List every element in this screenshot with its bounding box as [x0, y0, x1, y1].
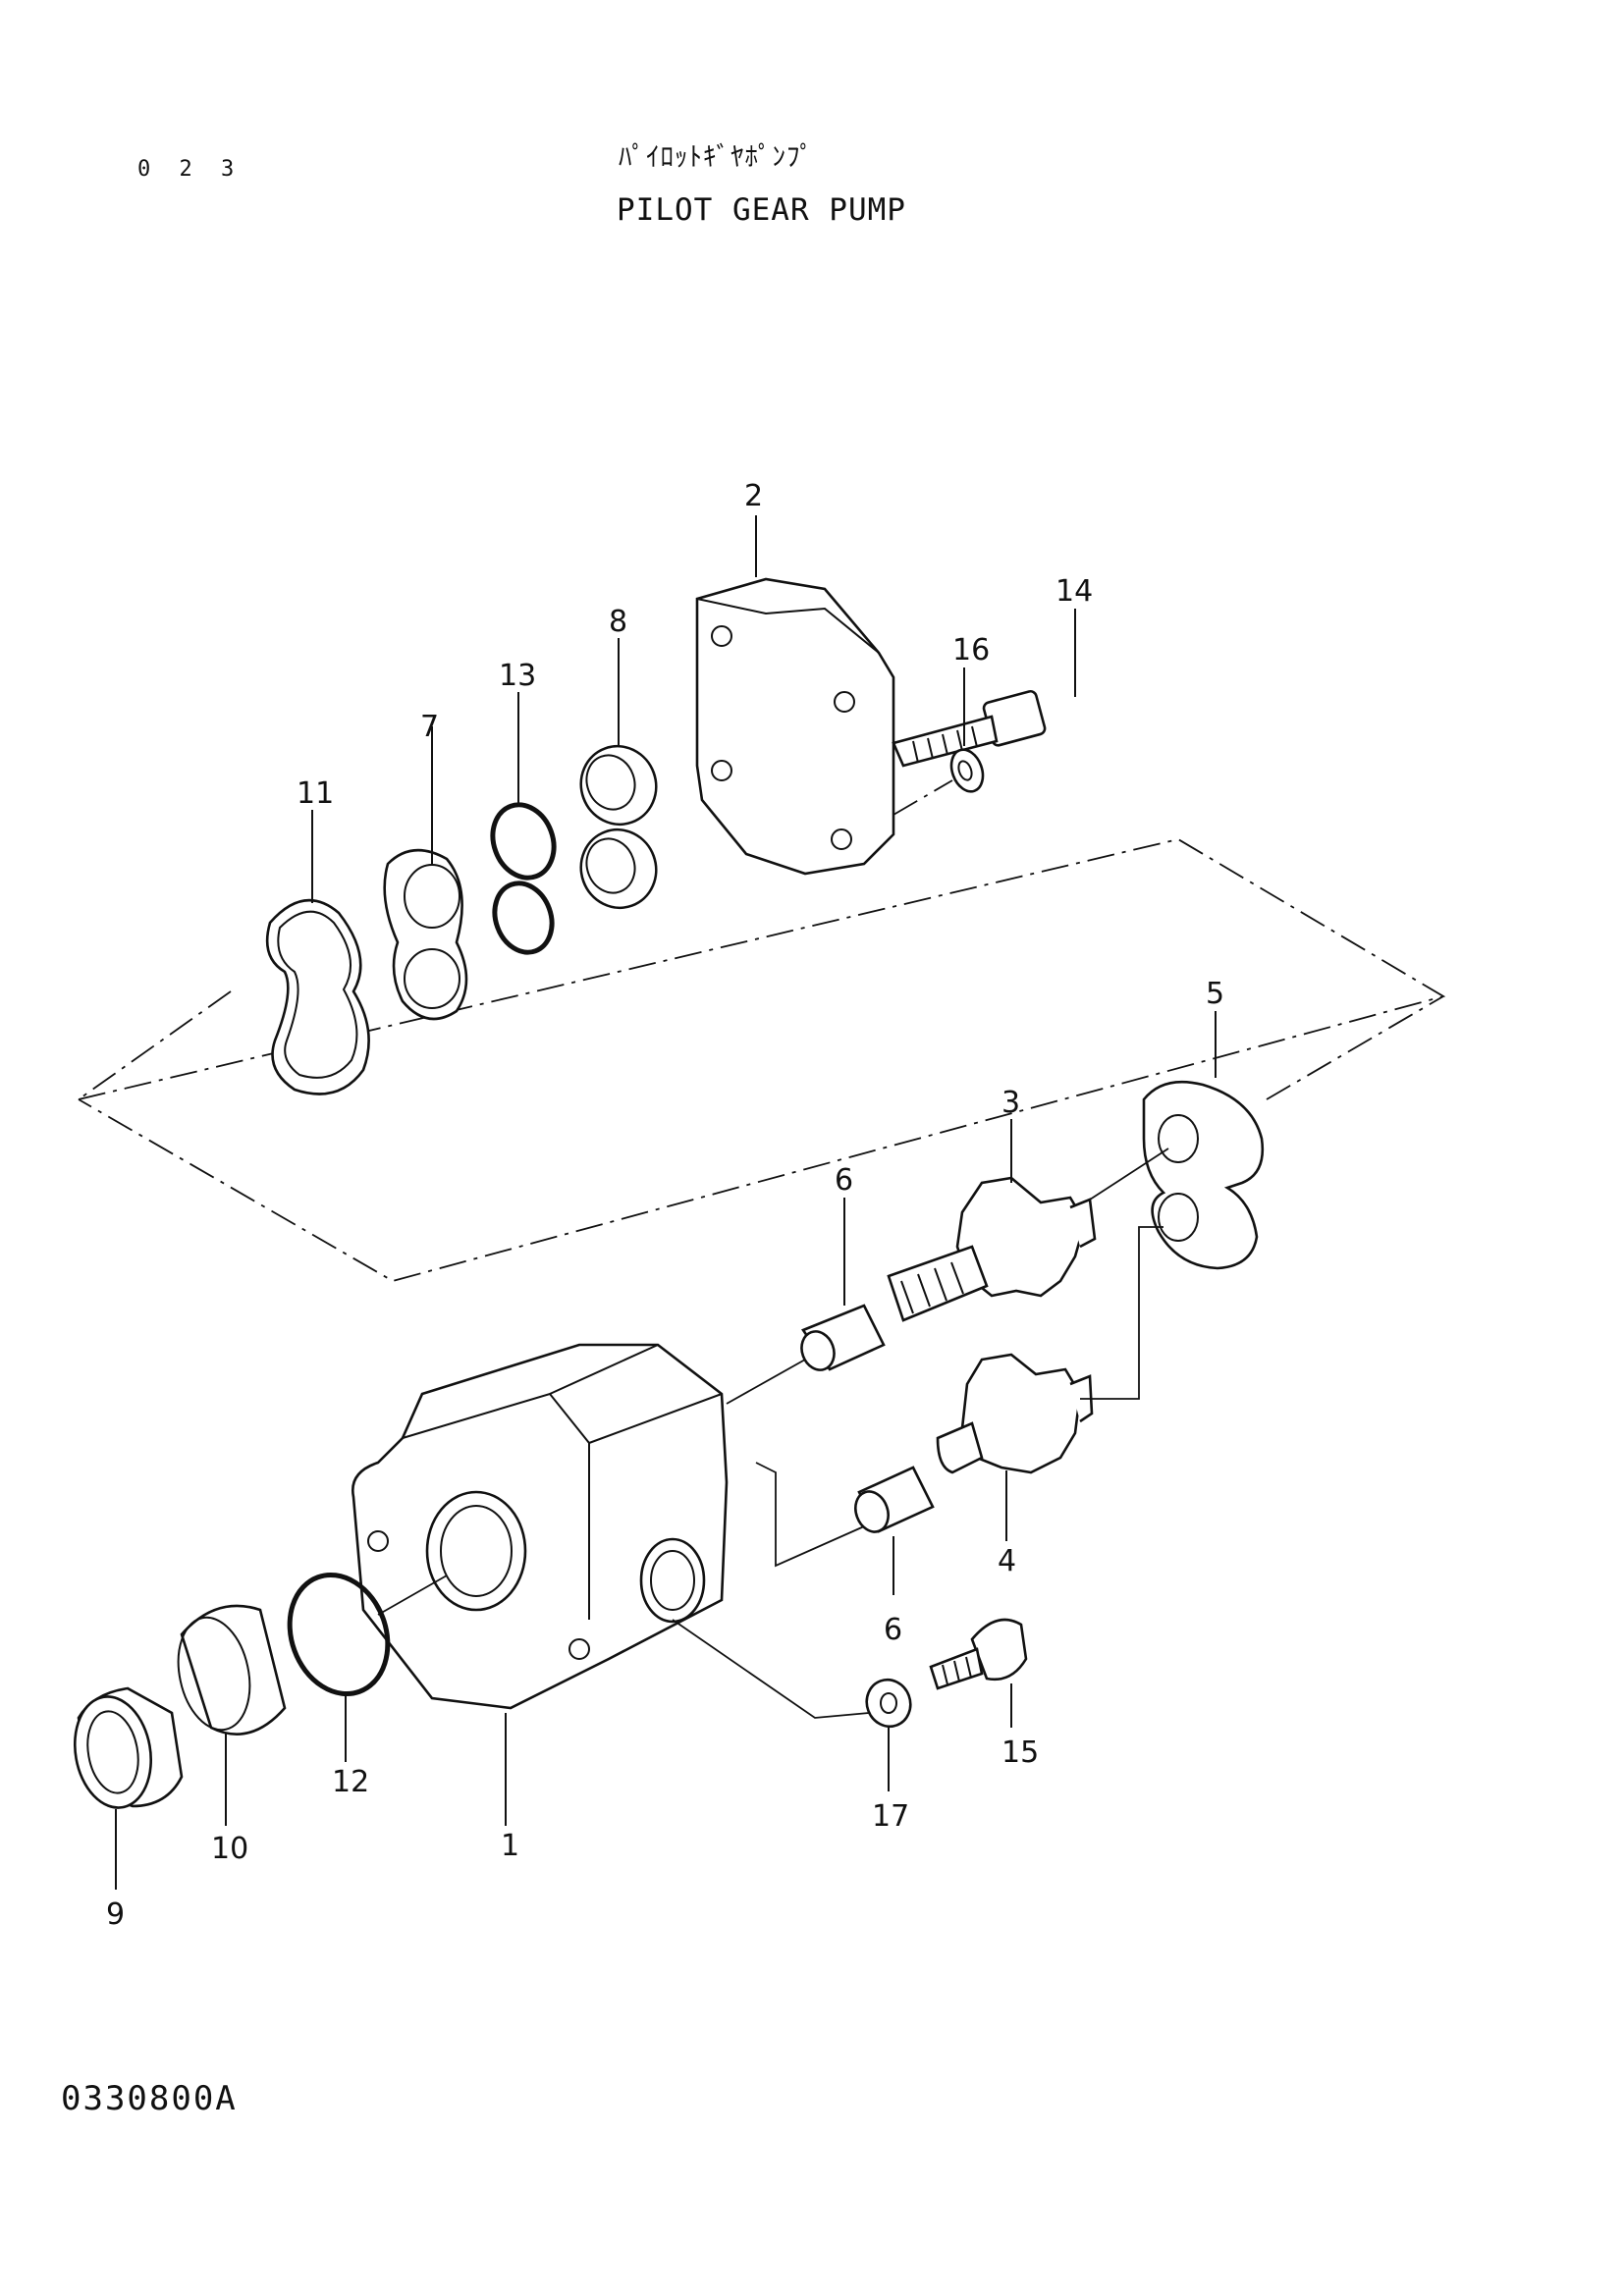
callout-14: 14	[1055, 574, 1093, 609]
leader-gear4-block	[1080, 1226, 1163, 1400]
callout-8: 8	[609, 605, 627, 639]
callout-6-lower: 6	[884, 1613, 902, 1647]
callout-7: 7	[420, 710, 439, 744]
leader-body-bushing-lower	[755, 1462, 865, 1568]
leader-cover-washer	[893, 779, 953, 816]
title-english: PILOT GEAR PUMP	[617, 192, 906, 228]
callout-4: 4	[998, 1544, 1016, 1578]
part-10-sleeve	[177, 1604, 287, 1735]
part-9-oil-seal	[73, 1686, 184, 1809]
leader-gasket-boundary	[78, 990, 232, 1100]
part-2-cover-plate	[695, 577, 895, 876]
title-japanese: ﾊﾟｲﾛｯﾄｷﾞﾔﾎﾟﾝﾌﾟ	[619, 142, 814, 173]
callout-17: 17	[872, 1799, 909, 1834]
leader-block-boundary	[1266, 995, 1444, 1100]
callout-10: 10	[211, 1832, 248, 1866]
part-6-bushings	[800, 1304, 935, 1533]
part-1-pump-body	[352, 1343, 729, 1710]
callout-13: 13	[499, 659, 536, 693]
part-8-seal-rings	[579, 744, 658, 910]
part-16-washer	[949, 748, 985, 793]
callout-2: 2	[744, 479, 763, 513]
callout-16: 16	[952, 633, 990, 667]
part-14-bolt	[892, 689, 1047, 768]
leader-body-bushing-upper	[726, 1359, 806, 1405]
callout-pointers	[115, 515, 1217, 1890]
leader-shaft-block	[1089, 1148, 1169, 1201]
part-3-drive-gear	[887, 1176, 1097, 1322]
part-12-o-ring	[287, 1572, 391, 1697]
part-7-wear-plate	[383, 848, 468, 1021]
part-15-bolt	[929, 1618, 1028, 1690]
part-5-bearing-block	[1142, 1080, 1265, 1270]
callout-6-upper: 6	[835, 1163, 853, 1198]
drawing-code: 0330800A	[61, 2079, 238, 2118]
part-4-driven-gear	[936, 1353, 1094, 1474]
callout-1: 1	[501, 1829, 519, 1863]
leader-body-washer	[672, 1619, 870, 1719]
callout-9: 9	[106, 1897, 125, 1932]
callout-11: 11	[297, 776, 334, 811]
part-13-o-rings	[490, 802, 557, 955]
part-11-gasket	[265, 898, 370, 1095]
part-17-washer	[865, 1678, 912, 1729]
leader-oring-body	[377, 1575, 448, 1616]
callout-5: 5	[1206, 977, 1224, 1011]
callout-12: 12	[332, 1765, 369, 1799]
callout-3: 3	[1001, 1086, 1020, 1120]
page-number: 0 2 3	[137, 157, 243, 182]
callout-15: 15	[1001, 1735, 1039, 1770]
